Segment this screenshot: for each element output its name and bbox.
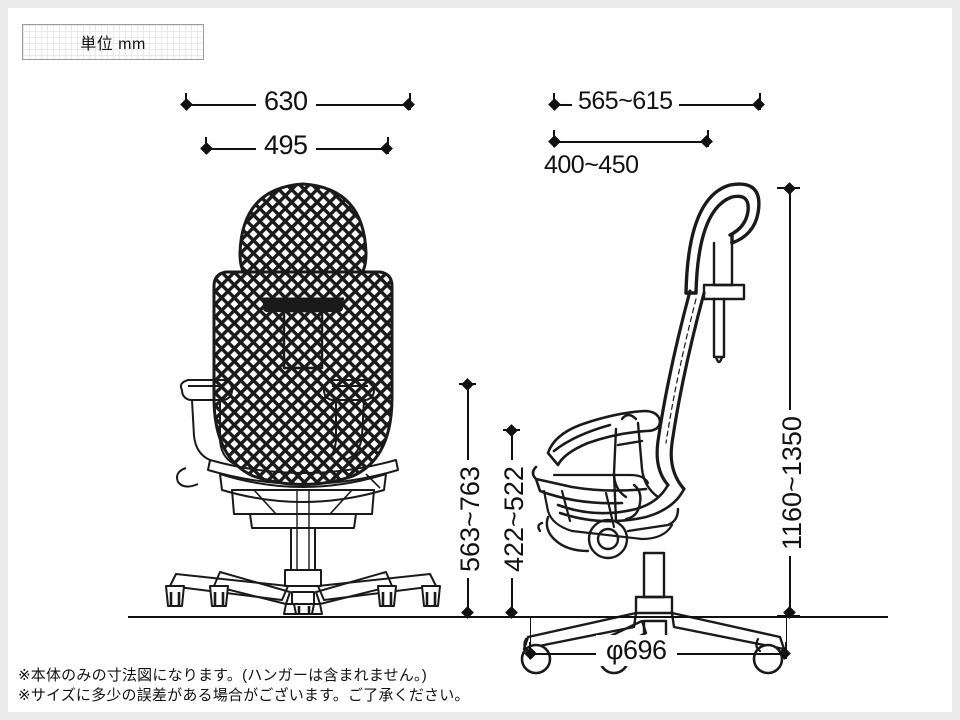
dimension-label-1160-1350: 1160~1350: [777, 410, 808, 556]
dimension-label-phi696: φ696: [596, 635, 677, 666]
dimension-label-563-763: 563~763: [455, 460, 486, 578]
footnote-2: ※サイズに多少の誤差がある場合がございます。ご了承ください。: [18, 687, 470, 705]
footnote-1: ※本体のみの寸法図になります。(ハンガーは含まれません。): [18, 667, 427, 684]
floor-line: [128, 616, 888, 618]
side-view: [518, 173, 808, 675]
footnotes: ※本体のみの寸法図になります。(ハンガーは含まれません。) ※サイズに多少の誤差…: [18, 666, 470, 707]
drawing-sheet: 単位 mm: [8, 8, 952, 712]
dimension-label-565-615: 565~615: [572, 87, 679, 116]
dimension-label-422-522: 422~522: [499, 460, 530, 578]
unit-label-box: 単位 mm: [22, 24, 204, 60]
front-view: [158, 168, 448, 623]
dimension-label-400-450: 400~450: [544, 151, 639, 179]
dimension-label-630: 630: [256, 86, 316, 117]
dimension-label-495: 495: [256, 130, 316, 161]
unit-label-text: 単位 mm: [80, 36, 146, 53]
